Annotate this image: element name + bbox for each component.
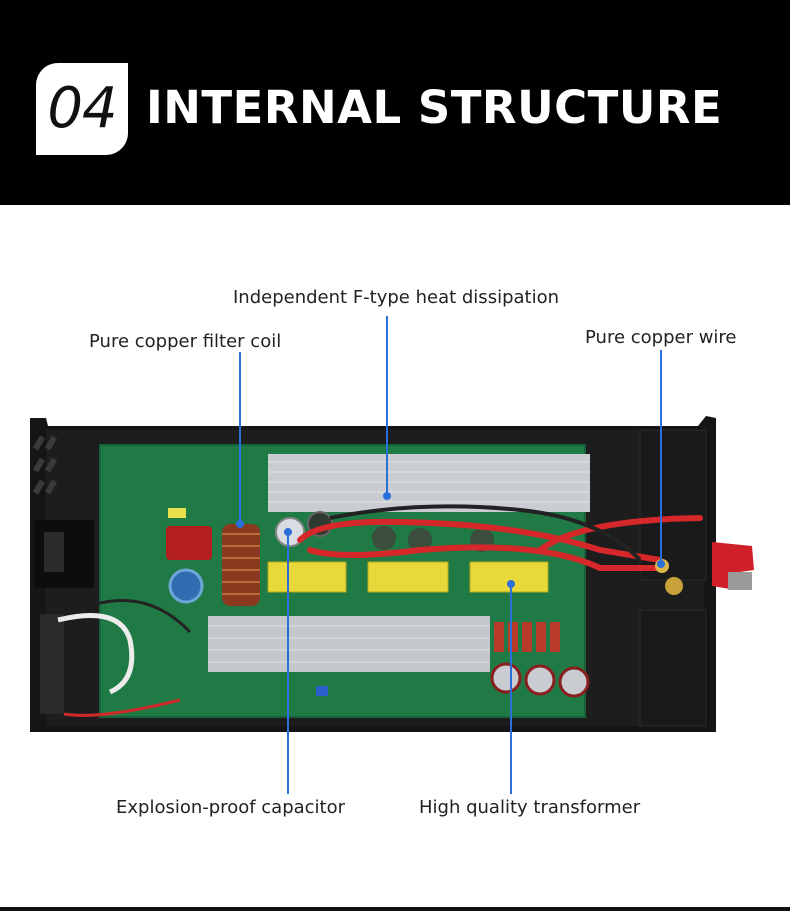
bottom-rule	[0, 907, 790, 911]
label-capacitor: Explosion-proof capacitor	[116, 797, 346, 818]
pointer-line-heat-dissipation	[386, 316, 388, 497]
inverter-internal-photo	[30, 416, 754, 732]
label-heat-dissipation: Independent F-type heat dissipation	[233, 287, 560, 308]
pointer-dot-transformer	[507, 580, 515, 588]
pointer-dot-filter-coil	[236, 520, 244, 528]
pointer-dot-capacitor	[284, 528, 292, 536]
pointer-line-transformer	[510, 584, 512, 794]
header-banner: 04 INTERNAL STRUCTURE	[0, 0, 790, 205]
pointer-dot-heat-dissipation	[383, 492, 391, 500]
copper-wire-terminal	[655, 542, 754, 595]
section-number: 04	[47, 76, 117, 141]
pointer-line-capacitor	[287, 532, 289, 794]
page-title: INTERNAL STRUCTURE	[146, 81, 723, 134]
pointer-line-copper-wire	[660, 350, 662, 564]
cooling-fan-bottom	[639, 609, 707, 727]
label-copper-wire: Pure copper wire	[585, 327, 737, 348]
cooling-fan-top	[639, 429, 707, 581]
copper-wires	[297, 515, 703, 571]
vent-slots	[32, 435, 58, 495]
top-heatsink	[268, 454, 590, 512]
label-transformer: High quality transformer	[419, 797, 641, 818]
label-filter-coil: Pure copper filter coil	[89, 331, 282, 352]
pointer-line-filter-coil	[239, 352, 241, 524]
transformers	[267, 561, 549, 593]
bottom-heatsink	[208, 616, 490, 672]
section-number-badge: 04	[36, 63, 128, 155]
pointer-dot-copper-wire	[657, 560, 665, 568]
filter-coil	[222, 524, 260, 606]
